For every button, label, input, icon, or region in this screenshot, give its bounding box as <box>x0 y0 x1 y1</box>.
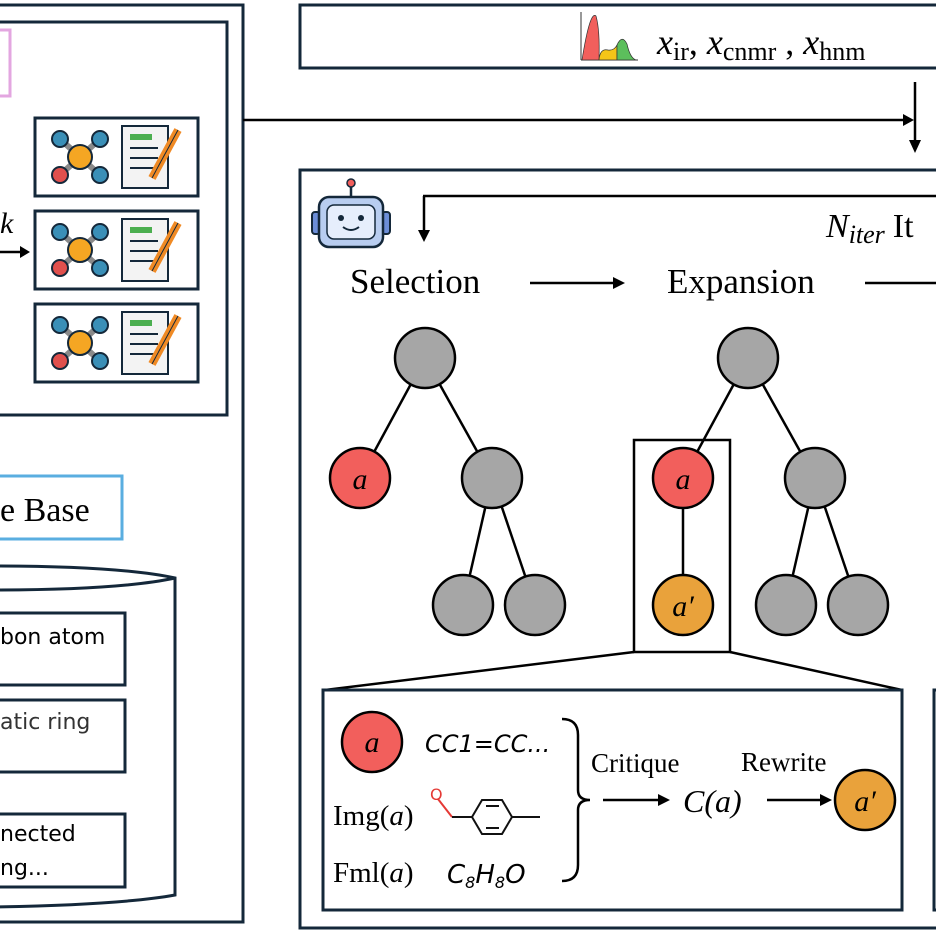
search-tree: a a′ <box>651 326 890 637</box>
search-tree: a <box>328 326 567 637</box>
document-pencil-icon <box>121 218 182 282</box>
svg-text:O: O <box>430 785 443 804</box>
molecule-document-card <box>33 302 200 384</box>
tree-node <box>651 446 715 510</box>
svg-text:ng...: ng... <box>0 856 49 881</box>
node-label: a <box>353 463 368 496</box>
step-selection: Selection <box>350 262 480 301</box>
molecule-icon <box>51 223 109 277</box>
molecule-structure: O <box>430 785 540 835</box>
node-a: a <box>340 710 404 774</box>
img-label: Img(a) <box>333 800 414 832</box>
spectra-inputs: xir, xcnmr , xhnm <box>656 22 866 66</box>
smiles-text: CC1=CC... <box>425 730 550 758</box>
flow-arrow <box>243 82 921 153</box>
rewrite-label: Rewrite <box>741 747 826 777</box>
step-expansion: Expansion <box>667 262 815 301</box>
svg-text:a′: a′ <box>854 785 876 818</box>
svg-text:atic ring: atic ring <box>0 710 90 735</box>
zoom-line <box>324 650 635 692</box>
robot-icon <box>311 178 391 249</box>
tree-node <box>716 326 780 390</box>
pink-box <box>0 28 12 98</box>
tree-node <box>328 446 392 510</box>
kb-entry: nected ng... <box>0 812 127 889</box>
next-panel <box>932 688 936 912</box>
molecule-document-card <box>33 209 200 291</box>
critique-output: C(a) <box>683 783 742 819</box>
knowledge-base-title-box <box>0 474 124 541</box>
molecule-document-card <box>33 116 200 198</box>
tree-node <box>651 573 715 637</box>
critique-arrow <box>603 794 670 806</box>
kb-entry: bon atom <box>0 611 127 687</box>
step-arrow <box>530 277 625 289</box>
spectrum-chart-icon <box>580 12 638 61</box>
svg-text:bon atom: bon atom <box>0 625 105 650</box>
brace <box>561 717 591 883</box>
expansion-highlight-box <box>632 438 732 654</box>
tree-node <box>393 326 457 390</box>
tree-node <box>503 573 567 637</box>
svg-text:a: a <box>365 726 380 759</box>
fml-label: Fml(a) <box>333 857 414 889</box>
molecule-icon <box>51 316 109 370</box>
document-pencil-icon <box>121 311 182 375</box>
kb-entry: atic ring <box>0 698 127 774</box>
zoom-line <box>729 650 903 692</box>
iteration-loop-arrow <box>418 194 936 242</box>
document-pencil-icon <box>121 125 182 189</box>
k-label: k <box>0 207 14 240</box>
tree-node <box>826 573 890 637</box>
tree-node <box>754 573 818 637</box>
tree-node <box>460 446 524 510</box>
tree-node <box>431 573 495 637</box>
critique-label: Critique <box>591 748 680 778</box>
molecule-icon <box>51 130 109 184</box>
node-a-prime: a′ <box>833 768 897 832</box>
k-arrow <box>0 246 30 258</box>
tree-node <box>783 446 847 510</box>
node-label: a′ <box>672 590 694 623</box>
rewrite-arrow <box>767 794 832 806</box>
formula-text: C8H8O <box>447 860 526 892</box>
svg-text:nected: nected <box>0 822 76 847</box>
node-label: a <box>676 463 691 496</box>
knowledge-base-title: e Base <box>0 492 90 529</box>
